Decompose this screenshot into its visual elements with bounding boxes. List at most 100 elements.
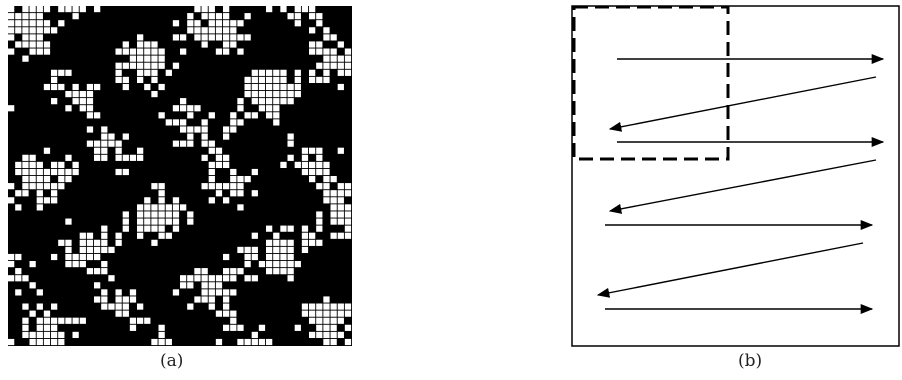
grid-cell-on [223,34,230,41]
grid-cell-on [8,275,15,282]
grid-cell-on [323,317,330,324]
grid-cell-on [165,232,172,239]
grid-cell-on [129,48,137,55]
grid-cell-on [51,168,58,176]
grid-cell-on [230,119,237,126]
grid-cell-on [294,20,301,27]
grid-cell-on [223,6,230,13]
grid-cell-on [72,253,79,261]
grid-cell-on [301,161,309,169]
grid-cell-on [194,105,201,112]
grid-cell-on [15,275,22,282]
grid-cell-on [22,161,29,169]
grid-cell-on [72,13,79,20]
grid-cell-on [280,239,287,246]
grid-cell-on [115,76,122,84]
grid-cell-on [51,183,58,190]
grid-cell-on [266,6,273,13]
grid-cell-on [223,310,230,317]
grid-cell-on [22,13,29,20]
grid-cell-on [151,76,158,84]
grid-cell-on [65,246,72,254]
grid-cell-on [180,34,187,41]
grid-cell-on [316,168,323,176]
grid-cell-on [201,183,208,190]
grid-cell-on [280,261,287,268]
grid-cell-on [43,331,51,339]
grid-cell-on [309,303,316,310]
grid-cell-on [15,41,22,48]
grid-cell-on [309,161,316,169]
grid-cell-on [151,338,158,346]
grid-cell-on [237,98,244,105]
grid-cell-on [330,34,337,41]
grid-cell-on [323,324,330,331]
grid-cell-on [187,303,194,310]
grid-cell-on [72,83,79,91]
grid-cell-on [287,253,294,261]
grid-cell-on [180,126,187,133]
grid-cell-on [294,83,301,91]
grid-cell-on [301,246,309,254]
grid-cell-on [230,41,237,48]
grid-cell-on [8,20,15,27]
grid-cell-on [158,112,165,119]
grid-cell-on [172,218,180,225]
grid-cell-on [187,112,194,119]
grid-cell-on [316,62,323,69]
grid-cell-on [344,218,352,225]
grid-cell-on [122,218,129,225]
grid-cell-on [22,190,29,197]
grid-cell-on [208,112,215,119]
grid-cell-on [201,34,208,41]
grid-cell-on [115,296,122,303]
grid-cell-on [237,338,244,346]
grid-cell-on [258,91,266,98]
grid-cell-on [273,239,280,246]
grid-cell-on [86,253,94,261]
grid-cell-on [258,69,266,76]
grid-cell-on [287,154,294,161]
grid-cell-on [187,105,194,112]
grid-cell-on [330,204,337,211]
grid-cell-on [309,27,316,34]
grid-cell-on [36,197,43,204]
grid-cell-on [251,232,258,239]
grid-cell-on [223,126,230,133]
grid-cell-on [58,69,65,76]
grid-cell-on [129,296,137,303]
grid-cell-on [137,34,144,41]
grid-cell-on [337,190,344,197]
grid-cell-on [8,13,15,20]
grid-cell-on [158,48,165,55]
grid-cell-on [323,34,330,41]
grid-cell-on [244,338,251,346]
grid-cell-on [337,211,344,218]
grid-cell-on [8,105,15,112]
grid-cell-on [258,98,266,105]
scan-arrow-return-3 [596,242,864,298]
grid-cell-on [187,275,194,282]
grid-cell-on [287,225,294,232]
grid-cell-on [65,6,72,13]
grid-cell-on [266,105,273,112]
grid-cell-on [58,176,65,183]
grid-cell-on [180,48,187,55]
grid-cell-on [251,275,258,282]
grid-cell-on [215,154,223,161]
grid-cell-on [86,83,94,91]
grid-cell-on [180,105,187,112]
grid-cell-on [230,310,237,317]
grid-cell-on [244,34,251,41]
grid-cell-on [101,268,108,275]
grid-cell-on [58,331,65,339]
grid-cell-on [58,168,65,176]
grid-cell-on [43,27,51,34]
grid-cell-on [344,69,352,76]
grid-cell-on [165,119,172,126]
grid-cell-on [258,324,266,331]
grid-cell-on [151,211,158,218]
caption-a: (a) [160,351,184,371]
grid-cell-on [237,183,244,190]
grid-cell-on [36,338,43,346]
